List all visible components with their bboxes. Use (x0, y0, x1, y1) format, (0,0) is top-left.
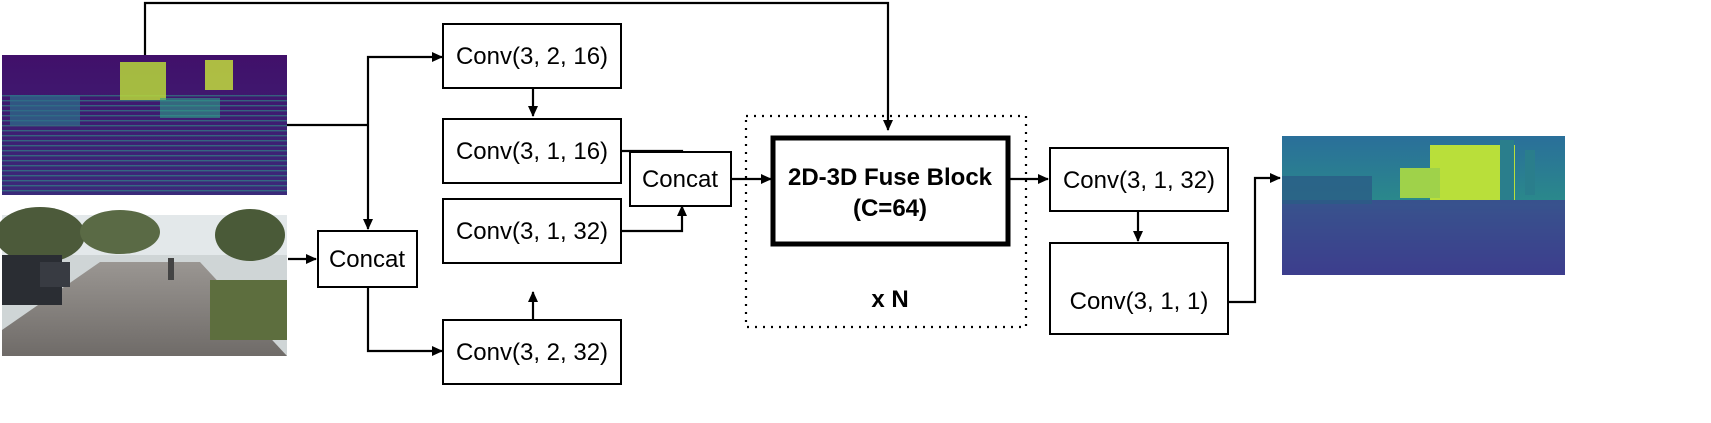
concat-mid-label: Concat (642, 166, 718, 193)
conv-e-node: Conv(3, 1, 32) (1049, 147, 1229, 212)
conv-d-node: Conv(3, 2, 32) (442, 319, 622, 385)
conv-a-label: Conv(3, 2, 16) (456, 43, 608, 70)
fuse-block-channels: (C=64) (853, 195, 927, 222)
dense-depth-map-image (1282, 136, 1565, 275)
repeat-block-container (744, 114, 1028, 329)
concat-left-label: Concat (329, 246, 405, 273)
fuse-block-node: 2D-3D Fuse Block (C=64) (770, 135, 1011, 247)
conv-e-label: Conv(3, 1, 32) (1063, 167, 1215, 194)
conv-b-label: Conv(3, 1, 16) (456, 138, 608, 165)
rgb-street-image (0, 207, 287, 356)
fuse-block-title: 2D-3D Fuse Block (788, 164, 993, 191)
conv-a-node: Conv(3, 2, 16) (442, 23, 622, 89)
conv-c-label: Conv(3, 1, 32) (456, 218, 608, 245)
concat-left-node: Concat (317, 230, 418, 288)
concat-mid-node: Concat (629, 151, 732, 207)
conv-f-label: Conv(3, 1, 1) (1070, 288, 1209, 315)
conv-d-label: Conv(3, 2, 32) (456, 339, 608, 366)
connectors (143, 1, 1281, 356)
conv-c-node: Conv(3, 1, 32) (442, 198, 622, 264)
conv-f-node: Conv(3, 1, 1) (1049, 242, 1229, 335)
repeat-label: x N (871, 286, 908, 313)
sparse-lidar-depth-image (2, 55, 287, 195)
conv-b-node: Conv(3, 1, 16) (442, 118, 622, 184)
